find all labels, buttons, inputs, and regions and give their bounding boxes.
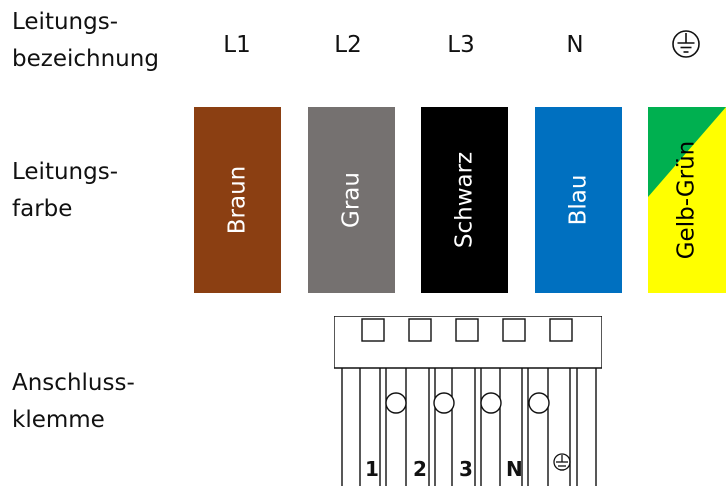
color-label-braun: Braun [224, 165, 250, 235]
terminal-slot-3 [455, 318, 479, 342]
terminal-label-2: 2 [413, 457, 427, 481]
row-label-terminal-line1: Anschluss- [12, 370, 135, 396]
terminal-screw-2 [433, 392, 455, 414]
terminal-slot-2 [408, 318, 432, 342]
designation-n: N [566, 32, 584, 58]
color-fill-grau [308, 107, 395, 293]
color-block-gelb-gruen: Gelb-Grün [648, 107, 726, 293]
row-label-color-line2: farbe [12, 196, 73, 222]
terminal-label-n: N [506, 457, 523, 481]
terminal-label-3: 3 [459, 457, 473, 481]
row-label-designation-line1: Leitungs- [12, 9, 119, 35]
color-fill-blau [535, 107, 622, 293]
color-fill-gelb-gruen [648, 107, 726, 293]
row-label-color-line1: Leitungs- [12, 159, 119, 185]
row-label-terminal-line2: klemme [12, 407, 105, 433]
terminal-screw-4 [528, 392, 550, 414]
terminal-screw-1 [385, 392, 407, 414]
color-fill-braun [194, 107, 281, 293]
row-label-color: Leitungs- farbe [12, 154, 118, 228]
color-label-schwarz: Schwarz [451, 151, 477, 249]
row-label-designation: Leitungs- bezeichnung [12, 4, 159, 78]
terminal-slot-5 [549, 318, 573, 342]
color-label-grau: Grau [338, 172, 364, 228]
designation-l1: L1 [223, 32, 251, 58]
terminal-screw-3 [480, 392, 502, 414]
designation-l2: L2 [334, 32, 362, 58]
terminal-slot-1 [361, 318, 385, 342]
terminal-label-1: 1 [365, 457, 379, 481]
ground-icon [672, 30, 700, 58]
row-label-terminal: Anschluss- klemme [12, 365, 135, 439]
terminal-ground-icon [553, 453, 571, 471]
designation-l3: L3 [447, 32, 475, 58]
color-fill-schwarz [421, 107, 508, 293]
terminal-block: 1 2 3 N [334, 316, 602, 486]
color-label-blau: Blau [565, 174, 591, 226]
color-block-braun: Braun [194, 107, 281, 293]
color-label-gelb-gruen: Gelb-Grün [673, 140, 700, 260]
terminal-slot-4 [502, 318, 526, 342]
color-block-blau: Blau [535, 107, 622, 293]
color-block-schwarz: Schwarz [421, 107, 508, 293]
row-label-designation-line2: bezeichnung [12, 46, 159, 72]
color-block-grau: Grau [308, 107, 395, 293]
